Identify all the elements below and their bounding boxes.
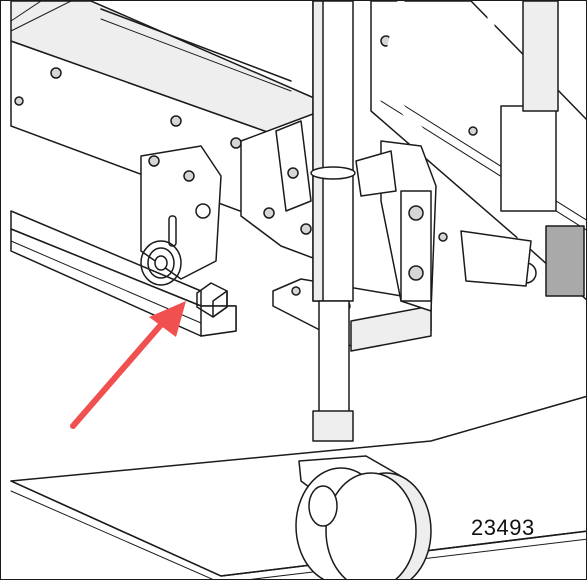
orange-roller-icon <box>140 240 182 286</box>
roller-bracket <box>140 145 222 280</box>
orange-stop-block-icon <box>196 282 228 318</box>
clamp-assembly <box>355 140 448 312</box>
caster-wheel <box>295 455 432 579</box>
vertical-post <box>310 1 356 442</box>
figure-number: 23493 <box>471 515 535 540</box>
lift-handle <box>377 1 585 297</box>
floor-plate <box>10 395 586 579</box>
red-arrow-icon <box>70 301 186 429</box>
